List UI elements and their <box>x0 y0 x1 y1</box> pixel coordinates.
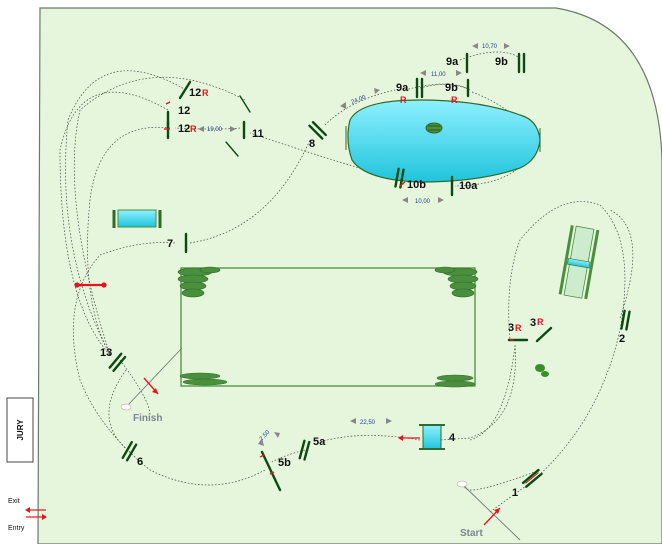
start-label: Start <box>460 528 483 539</box>
label-3r-suffix: R <box>515 323 522 333</box>
distance-8-9: 24,00 <box>351 94 368 105</box>
label-9a-top: 9a <box>446 56 459 68</box>
label-3-suffix: R <box>537 317 544 327</box>
red-marker-12: R <box>190 124 197 134</box>
label-8: 8 <box>309 138 315 150</box>
labels: 1 2 3 R 3 R 4 5a 5b 6 7 8 9a 9b 9a 9b 10… <box>8 44 625 539</box>
label-9b-top: 9b <box>495 56 508 68</box>
exit-label: Exit <box>8 498 20 505</box>
fences <box>108 52 631 492</box>
distance-9-top: 10,70 <box>482 44 498 50</box>
entry-exit <box>25 507 47 520</box>
entry-label: Entry <box>8 525 25 532</box>
label-1: 1 <box>512 487 518 499</box>
distance-12-11: 19,00 <box>207 127 223 133</box>
label-12-top: 12 <box>189 87 201 99</box>
label-5b: 5b <box>278 457 291 469</box>
pond-island <box>425 122 443 134</box>
label-5a: 5a <box>313 436 326 448</box>
finish-label: Finish <box>133 413 162 424</box>
label-12-mid: 12 <box>178 105 190 117</box>
bank-obstacle-right <box>558 225 600 300</box>
jury-label: JURY <box>16 419 25 441</box>
label-10a: 10a <box>459 180 478 192</box>
label-3: 3 <box>530 317 536 329</box>
label-2: 2 <box>619 333 625 345</box>
label-3r: 3 <box>508 322 514 334</box>
label-7: 7 <box>167 238 173 250</box>
red-accents <box>164 101 514 475</box>
distance-arrows <box>198 43 510 446</box>
label-12-top-suffix: R <box>202 88 209 98</box>
label-9a: 9a <box>396 82 409 94</box>
label-6: 6 <box>137 456 143 468</box>
distance-9-mid: 11,00 <box>431 72 446 78</box>
water-pond <box>345 99 541 183</box>
red-marker-9a: R <box>400 95 407 105</box>
red-marker-9b: R <box>451 95 458 105</box>
label-13: 13 <box>100 347 112 359</box>
route-lines <box>59 51 634 513</box>
distance-4-5: 22,50 <box>360 420 376 426</box>
spare-pole <box>74 282 107 288</box>
label-9b: 9b <box>445 82 458 94</box>
label-4: 4 <box>449 432 456 444</box>
start-line <box>456 480 521 541</box>
central-hedge-area <box>177 266 479 388</box>
finish-line <box>120 347 183 411</box>
obstacle-4-water <box>398 424 445 450</box>
label-11: 11 <box>252 128 264 140</box>
label-12-low: 12 <box>178 123 190 135</box>
label-10b: 10b <box>407 179 426 191</box>
distance-10: 10,00 <box>415 199 431 205</box>
bush <box>535 364 549 377</box>
water-jump-7 <box>112 209 162 228</box>
jury-box <box>6 397 34 463</box>
